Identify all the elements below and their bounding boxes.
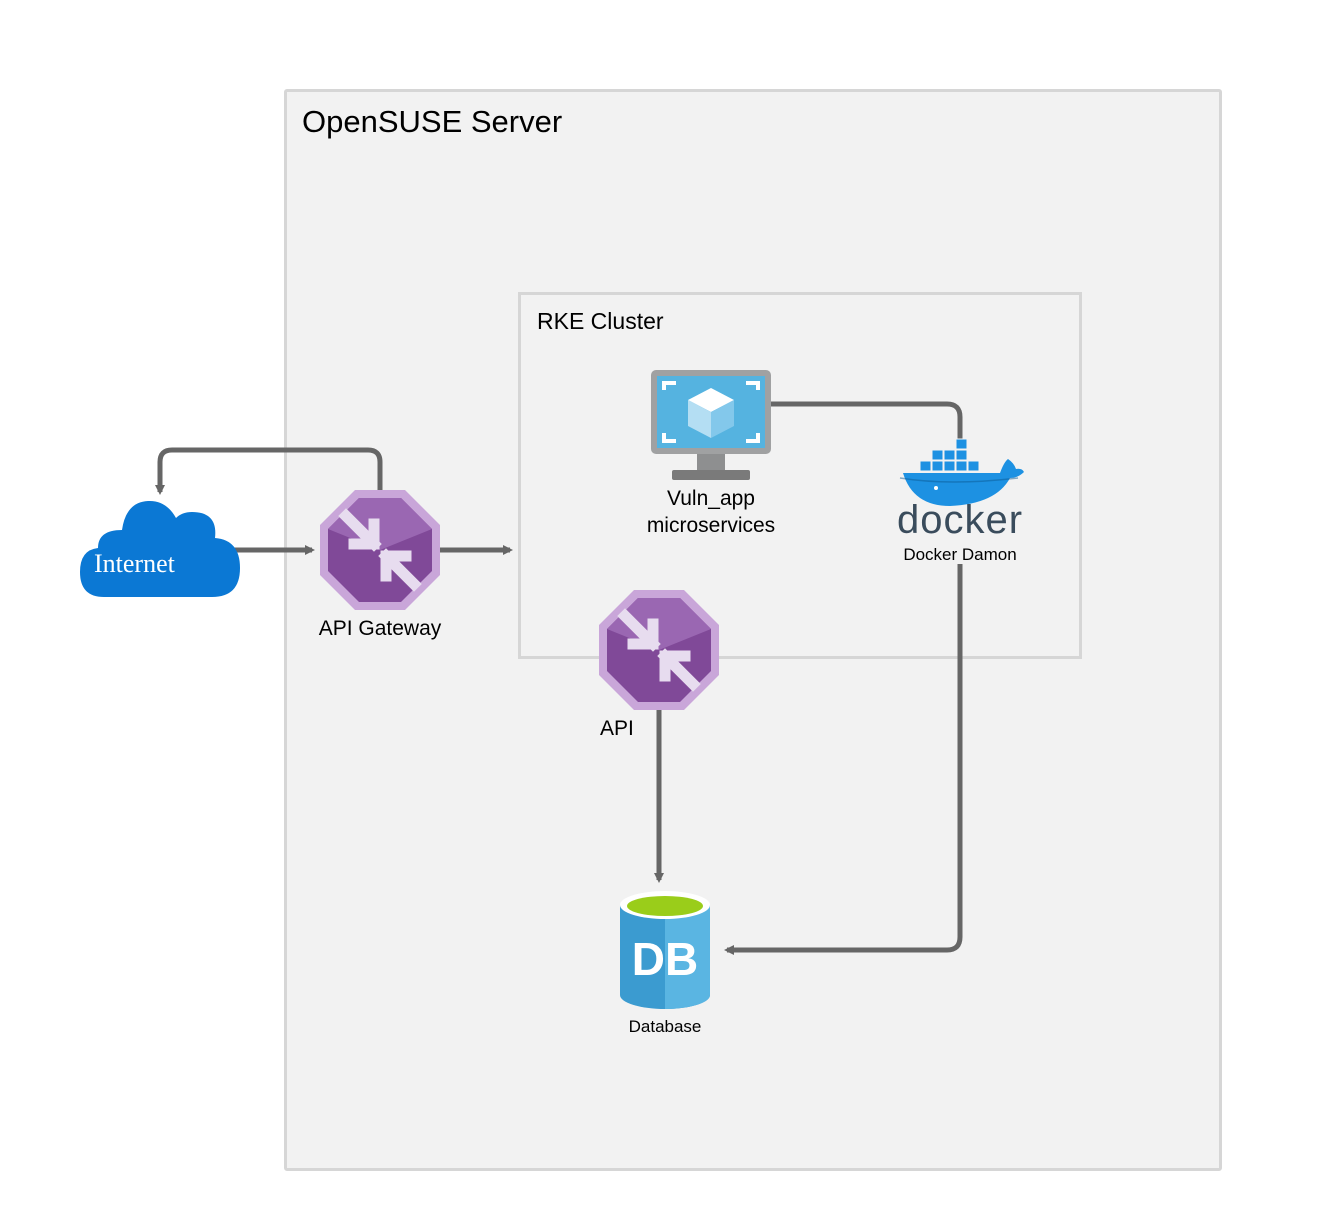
internet-label: Internet [94,549,175,578]
cluster-title: RKE Cluster [537,308,664,334]
server-title: OpenSUSE Server [302,104,563,139]
api-management-icon [599,590,719,710]
edge-docker-to-vulnapp [760,399,963,440]
database-label: Database [628,1017,702,1036]
edge-docker-to-database [724,564,963,955]
docker-daemon-label: Docker Damon [903,545,1017,564]
cloud-icon [80,500,240,597]
database-icon [620,891,710,1009]
edge-gateway-to-internet [155,447,383,495]
database-icon-text: DB [631,933,699,985]
vuln-app-label-line2: microservices [646,514,776,537]
api-label: API [600,717,634,740]
api-management-icon [320,490,440,610]
vuln-app-label-line1: Vuln_app [667,487,755,510]
docker-whale-icon [899,438,1024,506]
docker-logo-text: docker [896,498,1024,542]
api-gateway-label: API Gateway [318,617,442,640]
virtual-machine-icon [651,370,771,480]
